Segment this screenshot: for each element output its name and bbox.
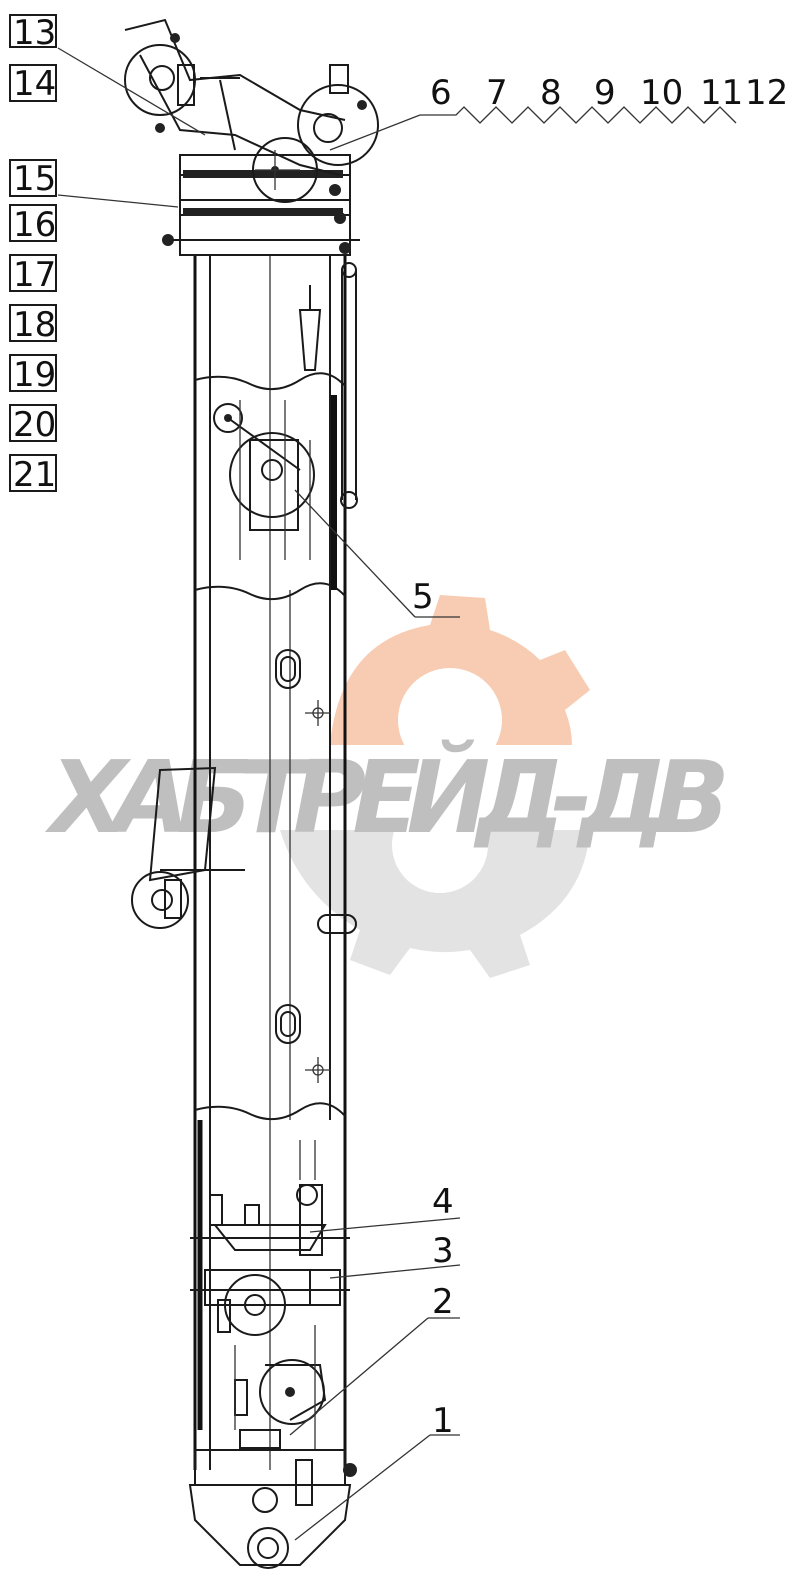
watermark: ХАБТРЕЙД-ДВ <box>44 595 730 978</box>
side-lug-bracket <box>131 766 245 929</box>
callout-11: 11 <box>700 73 743 113</box>
right-callouts: 5 4 3 2 1 <box>412 577 454 1441</box>
lower-internal-assembly <box>190 1140 350 1450</box>
leader-lines <box>57 47 737 1541</box>
callout-10: 10 <box>640 73 683 113</box>
callout-18: 18 <box>13 305 56 345</box>
left-callouts: 13 14 15 16 17 18 19 20 21 <box>13 13 56 495</box>
callout-21: 21 <box>13 455 56 495</box>
callout-6: 6 <box>430 73 452 113</box>
small-cylinder <box>298 285 322 371</box>
callout-3: 3 <box>432 1231 454 1271</box>
callout-19: 19 <box>13 355 56 395</box>
watermark-gear-top <box>330 595 590 772</box>
callout-20: 20 <box>13 405 56 445</box>
top-right-callouts: 6 7 8 9 10 11 12 <box>430 73 788 113</box>
callout-1: 1 <box>432 1401 454 1441</box>
callout-9: 9 <box>594 73 616 113</box>
boom-slots <box>275 649 357 1044</box>
boom-body <box>193 255 347 1470</box>
right-cylinder-rod <box>340 262 358 509</box>
callout-17: 17 <box>13 255 56 295</box>
center-marks <box>305 700 331 1083</box>
boom-head-assembly <box>124 18 379 256</box>
callout-2: 2 <box>432 1282 454 1322</box>
watermark-gear-bottom <box>280 797 590 978</box>
callout-14: 14 <box>13 64 56 104</box>
upper-pulley-block <box>213 400 315 560</box>
callout-13: 13 <box>13 13 56 53</box>
callout-15: 15 <box>13 159 56 199</box>
callout-12: 12 <box>745 73 788 113</box>
callout-4: 4 <box>432 1182 454 1222</box>
watermark-text: ХАБТРЕЙД-ДВ <box>44 739 730 856</box>
callout-8: 8 <box>540 73 562 113</box>
boom-foot <box>188 1449 357 1569</box>
left-callout-boxes <box>9 14 57 492</box>
callout-16: 16 <box>13 205 56 245</box>
callout-5: 5 <box>412 577 434 617</box>
callout-7: 7 <box>486 73 508 113</box>
